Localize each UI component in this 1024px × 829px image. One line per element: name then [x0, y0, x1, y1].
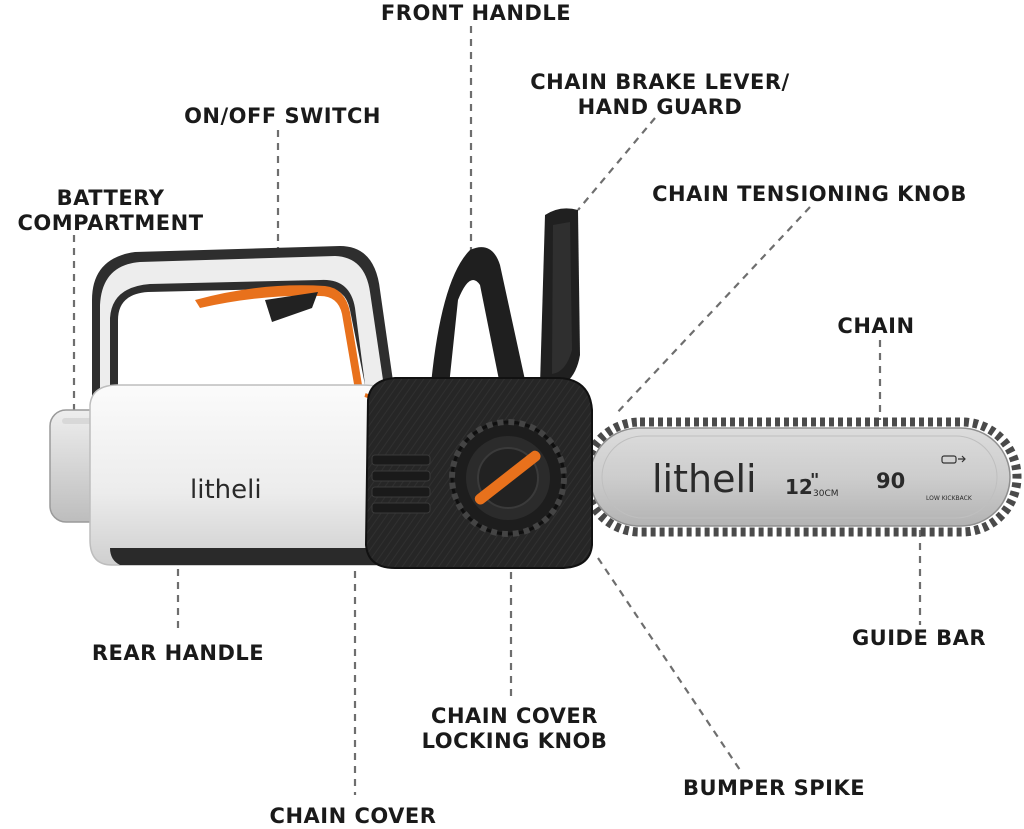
on-off-trigger — [265, 292, 318, 322]
label-front-handle: FRONT HANDLE — [380, 1, 572, 25]
bar-length-unit: " — [810, 470, 819, 491]
motor-housing — [89, 384, 406, 566]
leader-chain-brake — [577, 117, 656, 211]
front-handle — [430, 247, 525, 395]
label-rear-handle: REAR HANDLE — [91, 641, 265, 665]
chain-cover-locking-knob — [449, 419, 567, 537]
cover-vents — [371, 454, 431, 514]
label-chain-tensioning-knob: CHAIN TENSIONING KNOB — [652, 182, 967, 206]
leader-tension-knob — [614, 206, 811, 416]
label-on-off-switch: ON/OFF SWITCH — [184, 104, 381, 128]
rear-handle — [92, 246, 395, 410]
label-chain-cover-locking-knob: CHAIN COVER LOCKING KNOB — [412, 704, 617, 754]
bar-code: 90 — [876, 469, 905, 493]
label-chain-brake-line2: HAND GUARD — [577, 95, 743, 119]
label-chain-brake-line1: CHAIN BRAKE LEVER/ — [530, 70, 790, 94]
brand-logo-body: litheli — [190, 475, 262, 505]
chain-direction-icon — [941, 455, 966, 464]
label-locking-knob-line2: LOCKING KNOB — [421, 729, 608, 753]
label-locking-knob-line1: CHAIN COVER — [431, 704, 598, 728]
hand-guard — [540, 208, 580, 390]
bar-note: LOW KICKBACK — [926, 495, 973, 502]
leader-bumper-spike — [597, 557, 741, 771]
label-battery-line1: BATTERY — [56, 186, 165, 210]
bar-length: 12 — [785, 475, 813, 499]
brand-logo-bar: litheli — [652, 457, 757, 501]
label-battery-line2: COMPARTMENT — [17, 211, 204, 235]
knob-accent — [474, 450, 541, 505]
label-chain-brake-lever: CHAIN BRAKE LEVER/ HAND GUARD — [515, 70, 805, 120]
label-guide-bar: GUIDE BAR — [851, 626, 987, 650]
label-chain-cover: CHAIN COVER — [269, 804, 437, 828]
switch-accent — [195, 285, 362, 390]
label-battery-compartment: BATTERY COMPARTMENT — [8, 186, 213, 236]
bar-metric: 30CM — [813, 489, 839, 499]
label-chain: CHAIN — [837, 314, 915, 338]
label-bumper-spike: BUMPER SPIKE — [682, 776, 866, 800]
